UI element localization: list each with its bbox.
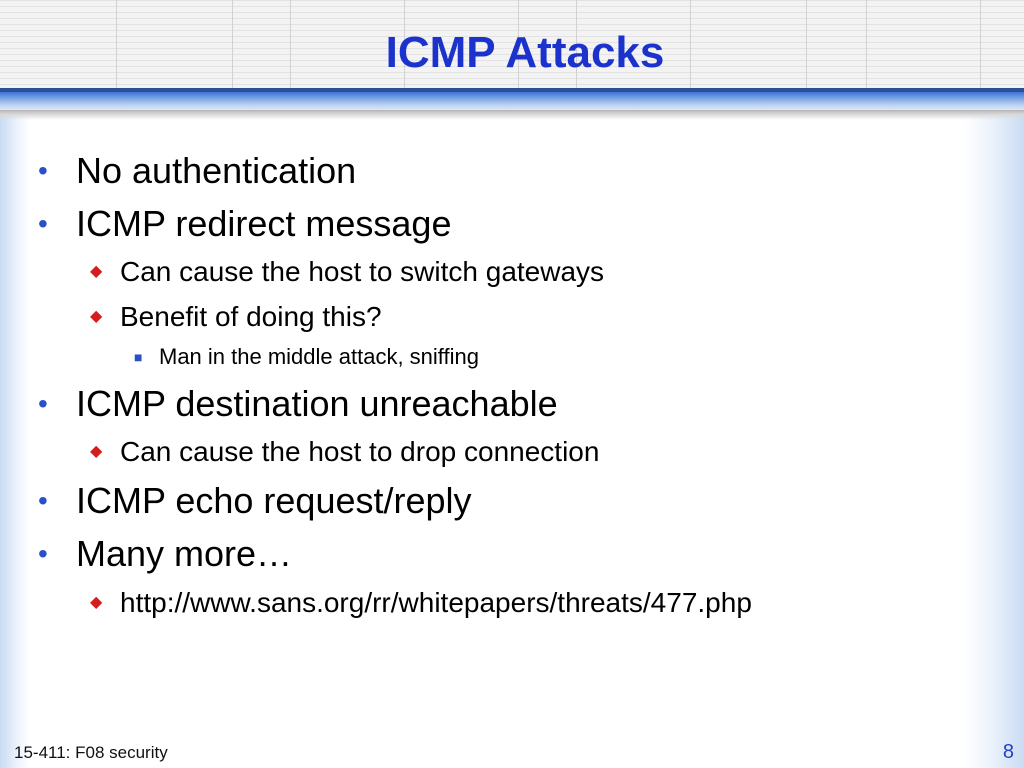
bullet-text: Many more…	[76, 533, 293, 574]
grid-line	[690, 0, 691, 88]
grid-line	[232, 0, 233, 88]
header-band	[0, 92, 1024, 110]
bullet-item: • ICMP redirect message	[38, 203, 452, 244]
sub-bullet-item: ◆ Benefit of doing this?	[90, 301, 382, 333]
diamond-bullet-icon: ◆	[90, 308, 103, 325]
bullet-text: Can cause the host to drop connection	[120, 436, 600, 467]
bullet-text: ICMP destination unreachable	[76, 383, 558, 424]
sub-bullet-item: ◆ Can cause the host to drop connection	[90, 436, 600, 468]
bullet-text: Man in the middle attack, sniffing	[159, 344, 479, 369]
square-bullet-icon: ■	[134, 349, 143, 365]
slide-footer: 15-411: F08 security	[14, 743, 168, 762]
bullet-text: ICMP echo request/reply	[76, 480, 472, 521]
bullet-marker: •	[38, 155, 48, 186]
header-band-shadow	[0, 110, 1024, 120]
bullet-marker: •	[38, 538, 48, 569]
diamond-bullet-icon: ◆	[90, 263, 103, 280]
grid-line	[518, 0, 519, 88]
bullet-text: No authentication	[76, 150, 357, 191]
grid-line	[404, 0, 405, 88]
grid-line	[116, 0, 117, 88]
sub-bullet-item: ◆ http://www.sans.org/rr/whitepapers/thr…	[90, 587, 752, 619]
bullet-item: • No authentication	[38, 150, 357, 191]
diamond-bullet-icon: ◆	[90, 443, 103, 460]
bullet-text: Can cause the host to switch gateways	[120, 256, 605, 287]
bullet-marker: •	[38, 208, 48, 239]
bullet-item: • ICMP echo request/reply	[38, 480, 472, 521]
left-gradient-decoration	[0, 0, 30, 768]
slide-title: ICMP Attacks	[385, 28, 665, 77]
header-band-top	[0, 88, 1024, 92]
bullet-marker: •	[38, 485, 48, 516]
grid-line	[806, 0, 807, 88]
grid-line	[576, 0, 577, 88]
bullet-text: ICMP redirect message	[76, 203, 452, 244]
grid-line	[980, 0, 981, 88]
bullet-item: • Many more…	[38, 533, 293, 574]
bullet-marker: •	[38, 388, 48, 419]
right-gradient-decoration	[964, 0, 1024, 768]
sub-bullet-item: ◆ Can cause the host to switch gateways	[90, 256, 605, 288]
url-link[interactable]: http://www.sans.org/rr/whitepapers/threa…	[120, 587, 752, 618]
diamond-bullet-icon: ◆	[90, 594, 103, 611]
bullet-text: Benefit of doing this?	[120, 301, 382, 332]
bullet-item: • ICMP destination unreachable	[38, 383, 558, 424]
page-number: 8	[1002, 741, 1014, 763]
grid-line	[290, 0, 291, 88]
header-grid-background	[0, 0, 1024, 88]
grid-line	[866, 0, 867, 88]
sub-sub-bullet-item: ■ Man in the middle attack, sniffing	[134, 344, 479, 370]
